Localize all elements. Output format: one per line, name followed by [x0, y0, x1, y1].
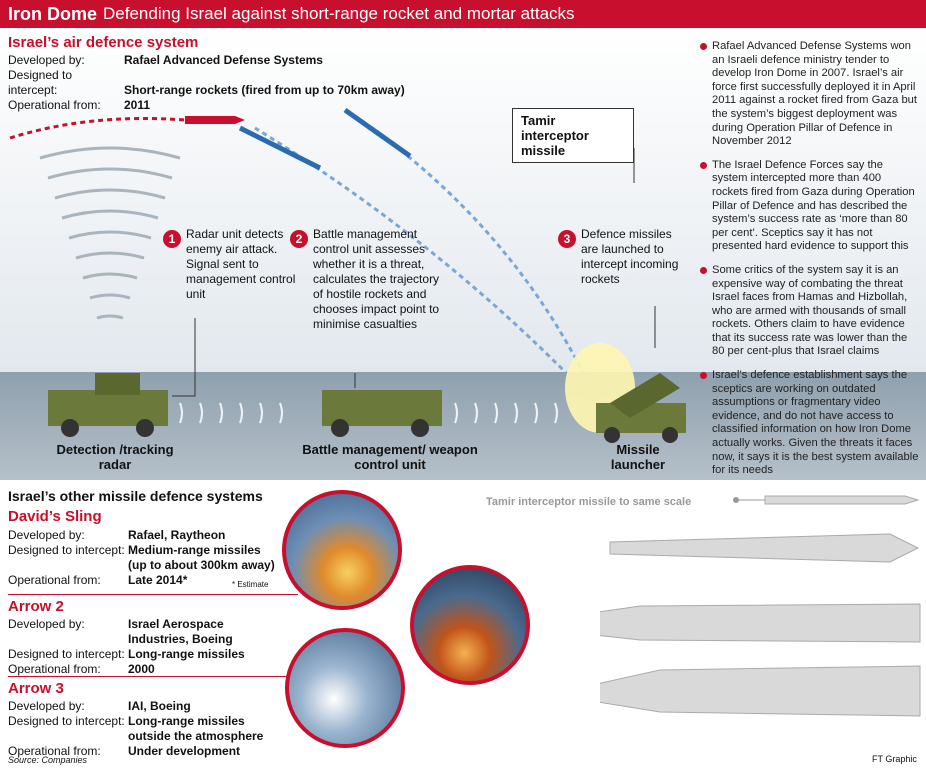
divider [8, 594, 298, 595]
bullet-dot [700, 161, 707, 169]
step-text-2: Battle management control unit assesses … [313, 227, 440, 331]
rocket-trail [9, 116, 186, 140]
air-defence-specs: Developed by: Rafael Advanced Defense Sys… [8, 53, 405, 113]
bullet-item: Rafael Advanced Defense Systems won an I… [700, 40, 920, 149]
step-number-3: 3 [558, 230, 576, 248]
arrow-3-specs: Developed by:IAI, Boeing Designed to int… [8, 699, 264, 758]
arrow-2-specs: Developed by:Israel Aerospace Industries… [8, 617, 245, 676]
launcher-graphic [596, 373, 686, 443]
arrow-2-title: Arrow 2 [8, 598, 64, 615]
launcher-label: Missile launcher [610, 442, 666, 472]
step-text-1: Radar unit detects enemy air attack. Sig… [186, 227, 296, 301]
header-title: Defending Israel against short-range roc… [103, 4, 575, 23]
step-text-3: Defence missiles are launched to interce… [581, 227, 679, 286]
radar-label: Detection /tracking radar [56, 442, 174, 472]
bullet-item: The Israel Defence Forces say the system… [700, 159, 920, 254]
bullet-item: Israel’s defence establishment says the … [700, 369, 920, 478]
bullet-dot [700, 372, 707, 380]
header-title-bold: Iron Dome [8, 3, 98, 24]
step-number-2: 2 [290, 230, 308, 248]
step-number-1: 1 [163, 230, 181, 248]
davids-sling-photo [282, 490, 402, 610]
tamir-scale-missile [764, 495, 920, 505]
signal-waves [179, 402, 558, 424]
header-bar: Iron Dome Defending Israel against short… [0, 0, 926, 28]
scene-illustration [9, 107, 686, 443]
arrow-2-photo [410, 565, 530, 685]
interceptor-trail-1 [254, 126, 602, 410]
leader-line-1 [172, 318, 196, 397]
spec-value: Rafael Advanced Defense Systems [124, 53, 323, 67]
interceptor-missile-2 [343, 107, 412, 159]
bullet-dot [700, 266, 707, 274]
interceptor-missile-1 [238, 125, 322, 171]
bullet-item: Some critics of the system say it is an … [700, 264, 920, 359]
air-defence-title: Israel’s air defence system [8, 34, 199, 51]
bullet-dot [700, 43, 707, 50]
arrow-3-scale-missile [600, 665, 921, 717]
davids-sling-title: David’s Sling [8, 508, 102, 525]
estimate-note: * Estimate [232, 580, 269, 589]
arrow-3-photo [285, 628, 405, 748]
davids-sling-specs: Developed by:Rafael, Raytheon Designed t… [8, 528, 275, 587]
davids-sling-scale-missile [609, 533, 920, 563]
radar-truck-graphic [48, 373, 168, 437]
spec-label: Operational from: [8, 98, 101, 112]
scale-label: Tamir interceptor missile to same scale [486, 496, 692, 508]
spec-value: 2011 [124, 98, 151, 112]
credit: FT Graphic [872, 754, 917, 764]
battle-truck-graphic [322, 390, 442, 437]
bullet-panel: Rafael Advanced Defense Systems won an I… [700, 40, 920, 488]
radar-beam [39, 146, 181, 320]
divider [8, 676, 298, 677]
spec-value: Short-range rockets (fired from up to 70… [124, 83, 405, 97]
source-note: Source: Companies [8, 755, 88, 765]
spec-label: Designed to intercept: [8, 68, 73, 97]
battle-unit-label: Battle management/ weapon control unit [302, 442, 478, 472]
missile-scale-graphic [600, 495, 921, 717]
arrow-3-title: Arrow 3 [8, 680, 64, 697]
incoming-rocket [185, 116, 245, 124]
tamir-callout: Tamir interceptor missile [512, 108, 634, 163]
spec-label: Developed by: [8, 53, 85, 67]
arrow-2-scale-missile [600, 603, 921, 643]
other-systems-title: Israel’s other missile defence systems [8, 488, 263, 504]
